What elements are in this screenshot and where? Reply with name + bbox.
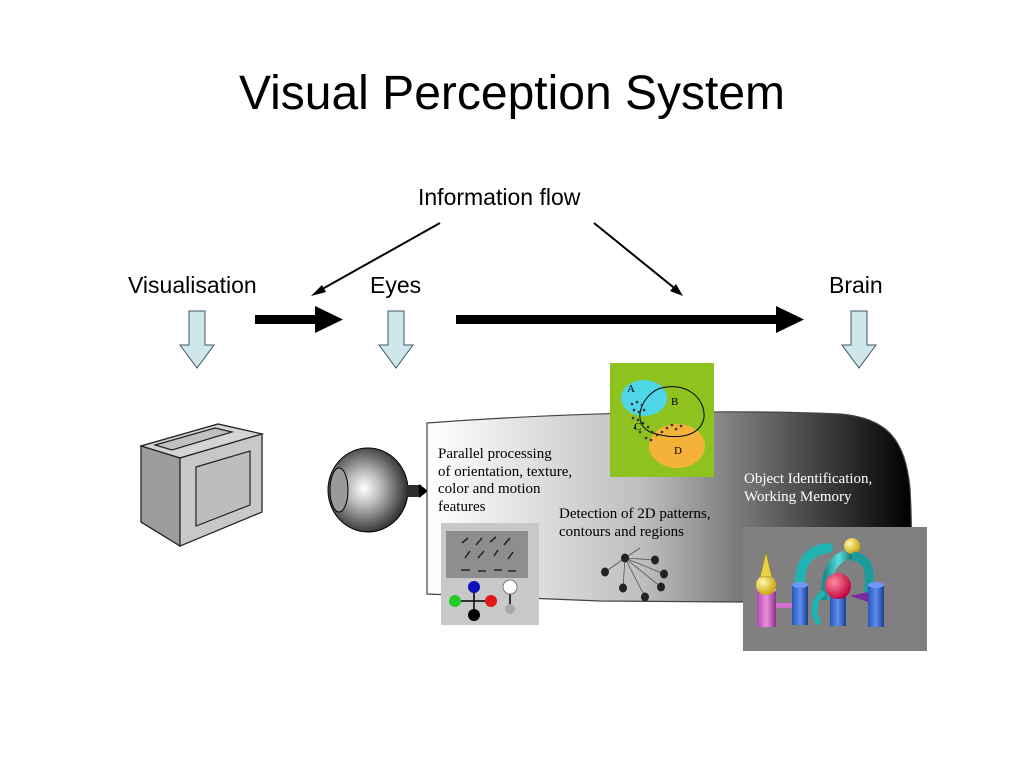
pattern-detection-image [601, 547, 668, 602]
down-arrow-brain [841, 310, 877, 369]
detection-line-1: Detection of 2D patterns, [559, 506, 711, 522]
venn-label-c: C [634, 421, 642, 433]
venn-label-d: D [674, 445, 682, 457]
flow-arrow-right [593, 222, 683, 296]
monitor-icon [138, 423, 265, 548]
flow-arrow-left [311, 222, 441, 296]
feature-processing-image [441, 523, 539, 625]
detection-line-2: contours and regions [559, 523, 684, 540]
brain-label: Brain [829, 272, 883, 298]
eye-icon [327, 447, 428, 533]
venn-label-b: B [671, 396, 679, 408]
identification-text: Object Identification, Working Memory [744, 471, 872, 506]
down-arrow-visualisation [179, 310, 215, 369]
arrow-eyes-to-brain [456, 306, 804, 333]
parallel-processing-text: Parallel processing of orientation, text… [438, 446, 572, 516]
region-venn-image [610, 363, 714, 477]
venn-label-a: A [627, 383, 635, 395]
arrow-visualisation-to-eyes [255, 306, 343, 333]
identification-line-2: Working Memory [744, 488, 852, 505]
slide-title: Visual Perception System [238, 67, 786, 120]
parallel-line-3: color and motion [438, 481, 541, 497]
parallel-line-2: of orientation, texture, [438, 463, 573, 480]
detection-text: Detection of 2D patterns, contours and r… [559, 506, 711, 541]
object-identification-image [743, 527, 927, 651]
parallel-line-1: Parallel processing [438, 446, 552, 462]
parallel-line-4: features [438, 498, 486, 515]
visualisation-label: Visualisation [128, 272, 257, 298]
information-flow-label: Information flow [418, 184, 581, 210]
down-arrow-eyes [378, 310, 414, 369]
eyes-label: Eyes [370, 272, 422, 298]
identification-line-1: Object Identification, [744, 471, 873, 487]
